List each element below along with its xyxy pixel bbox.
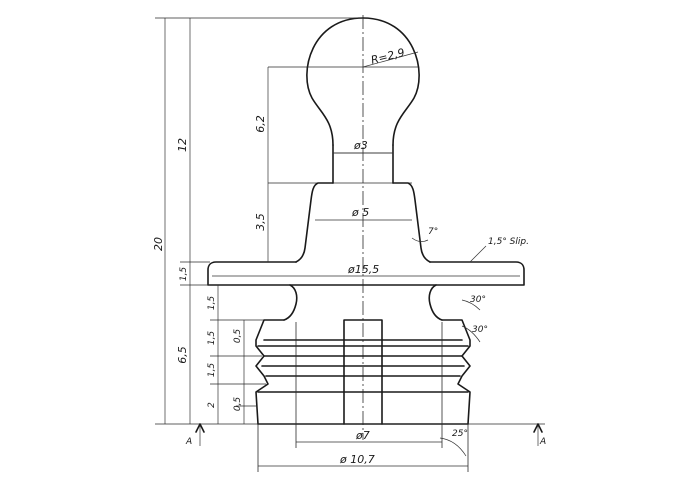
collar-outline xyxy=(295,182,431,263)
label-base-dia: ø 10,7 xyxy=(339,453,375,466)
undercut-left xyxy=(283,284,298,321)
label-collar-dia: ø 5 xyxy=(351,206,369,219)
arc-angle-mid xyxy=(461,325,481,343)
label-ball-radius: R=2,9 xyxy=(370,46,406,67)
label-neck-dia: ø3 xyxy=(353,139,368,152)
label-slope-note: 1,5° Slip. xyxy=(488,237,529,247)
label-step-small-2: 0,5 xyxy=(233,397,243,412)
label-angle-mid: 30° xyxy=(472,325,488,335)
bore-outline xyxy=(343,319,383,425)
undercut-right xyxy=(428,284,443,321)
label-section-right: A xyxy=(539,437,546,447)
section-arrow-right-head xyxy=(533,423,543,433)
base-body-left xyxy=(255,319,285,425)
label-step-2: 1,5 xyxy=(207,331,217,346)
arc-collar-angle xyxy=(411,237,429,242)
label-neck-height: 6,2 xyxy=(254,115,267,133)
ball-radius-leader xyxy=(362,51,419,68)
arc-angle-top xyxy=(461,299,481,311)
label-step-1: 1,5 xyxy=(207,296,217,311)
base-body-right xyxy=(441,319,471,425)
section-arrow-left-head xyxy=(195,423,205,433)
label-step-small-1: 0,5 xyxy=(233,329,243,344)
label-step-3: 1,5 xyxy=(207,363,217,378)
flange-slope-leader xyxy=(469,245,487,263)
label-angle-bottom: 25° xyxy=(452,429,468,439)
arc-angle-bottom xyxy=(439,437,467,457)
label-base-height: 6,5 xyxy=(176,346,189,364)
flange-outline xyxy=(207,261,525,286)
label-bore-dia: ø7 xyxy=(355,429,370,442)
label-flange-dia: ø15,5 xyxy=(347,263,379,276)
label-angle-collar: 7° xyxy=(428,227,438,237)
label-collar-height: 3,5 xyxy=(254,213,267,231)
label-overall-height: 20 xyxy=(152,237,165,251)
label-upper-height: 12 xyxy=(176,138,189,152)
label-section-left: A xyxy=(185,437,192,447)
label-flange-height: 1,5 xyxy=(179,267,189,282)
label-step-4: 2 xyxy=(207,402,217,408)
label-angle-top: 30° xyxy=(470,295,486,305)
neck-outline xyxy=(332,144,394,184)
